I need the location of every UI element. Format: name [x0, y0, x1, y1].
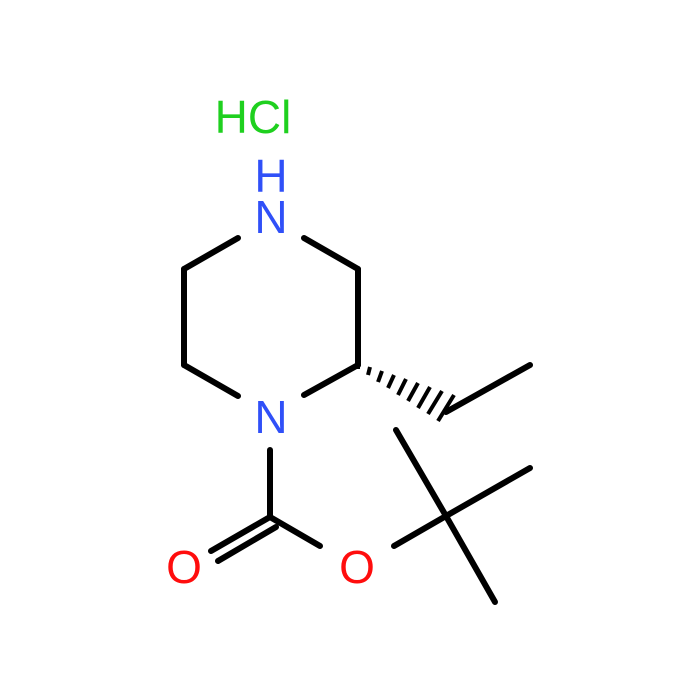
atom-o-ester: O — [339, 541, 375, 593]
bond-tbu-methyl-right — [443, 465, 533, 519]
bond-carbonyl-ester-o — [267, 514, 323, 549]
hashed-wedge-bond — [356, 362, 456, 423]
atom-o-carbonyl: O — [166, 541, 202, 593]
bond-n-c2 — [301, 362, 361, 398]
atom-nh-nitrogen: N — [254, 191, 287, 243]
salt-label: HCl — [215, 91, 292, 143]
bond-ester-o-tbu — [391, 513, 449, 549]
atom-n-boc: N — [254, 391, 287, 443]
bond-carbonyl-double-a — [208, 514, 273, 554]
atom-nh-hydrogen: H — [254, 150, 287, 202]
bond-tbu-methyl-bottom — [443, 513, 498, 605]
bond-nh-c-left — [181, 235, 241, 272]
bond-tbu-methyl-top — [393, 427, 449, 519]
bond-carbonyl-double-b — [215, 524, 279, 564]
bond-c-right-nh — [301, 235, 361, 272]
bond-c-left-n — [181, 362, 241, 399]
bond-ethyl-ch2-ch3 — [443, 362, 533, 415]
